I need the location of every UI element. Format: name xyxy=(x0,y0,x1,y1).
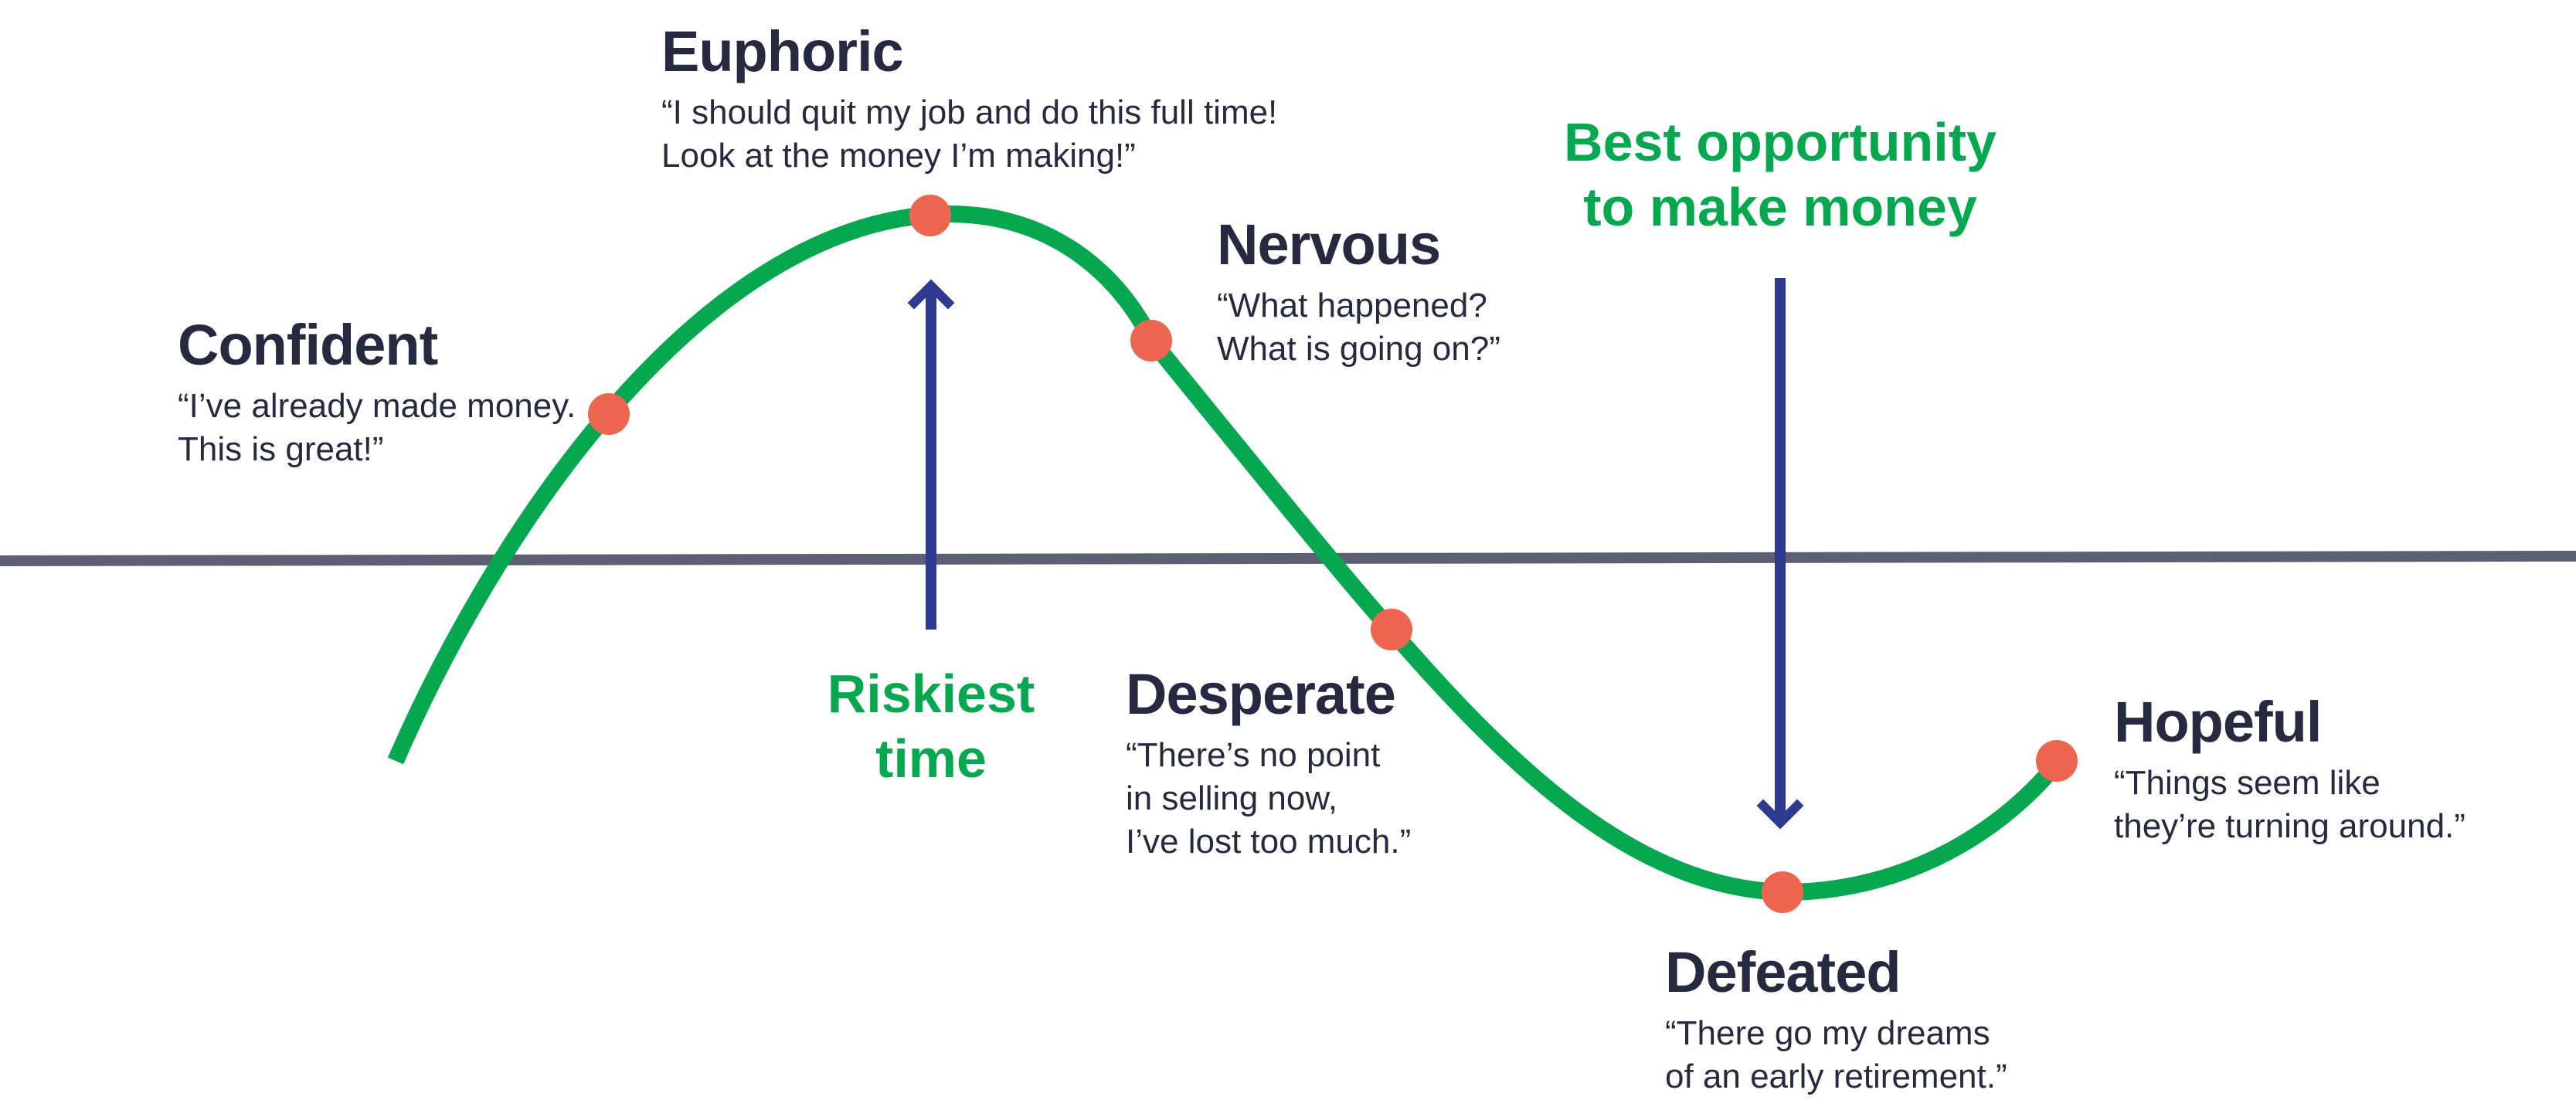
quote-line: “What happened? xyxy=(1217,287,1487,324)
quote-line: Look at the money I’m making!” xyxy=(661,136,1136,175)
stage-quote: “What happened? What is going on?” xyxy=(1217,284,1500,371)
stage-title: Hopeful xyxy=(2114,690,2322,754)
stage-title: Confident xyxy=(178,313,438,377)
best-opportunity-callout: Best opportunity to make money xyxy=(1525,110,2035,239)
stage-confident: Confident “I’ve already made money. This… xyxy=(178,317,576,471)
baseline xyxy=(0,551,2576,566)
nervous-marker xyxy=(1130,320,1172,362)
quote-line: “I’ve already made money. xyxy=(178,387,576,425)
stage-title: Nervous xyxy=(1217,212,1441,277)
riskiest-arrow xyxy=(907,279,955,630)
stage-title: Euphoric xyxy=(661,19,904,83)
quote-line: “I should quit my job and do this full t… xyxy=(661,93,1278,131)
stage-defeated: Defeated “There go my dreams of an early… xyxy=(1665,944,2007,1098)
stage-hopeful: Hopeful “Things seem like they’re turnin… xyxy=(2114,694,2466,848)
stage-title: Defeated xyxy=(1665,940,1901,1004)
stage-quote: “I should quit my job and do this full t… xyxy=(661,91,1277,178)
quote-line: I’ve lost too much.” xyxy=(1126,822,1412,861)
confident-marker xyxy=(588,393,630,435)
hopeful-marker xyxy=(2036,740,2078,782)
best-opportunity-arrow xyxy=(1756,278,1804,830)
quote-line: What is going on?” xyxy=(1217,329,1500,368)
stage-quote: “I’ve already made money. This is great!… xyxy=(178,385,576,471)
stage-euphoric: Euphoric “I should quit my job and do th… xyxy=(661,23,1277,178)
callout-line: to make money xyxy=(1583,177,1977,237)
quote-line: “Things seem like xyxy=(2114,764,2381,802)
riskiest-time-callout: Riskiest time xyxy=(815,661,1047,791)
stage-desperate: Desperate “There’s no point in selling n… xyxy=(1126,666,1411,864)
callout-line: time xyxy=(875,728,987,789)
desperate-marker xyxy=(1371,609,1412,650)
stage-quote: “There go my dreams of an early retireme… xyxy=(1665,1012,2007,1098)
quote-line: This is great!” xyxy=(178,429,384,468)
defeated-marker xyxy=(1762,871,1803,913)
quote-line: “There go my dreams xyxy=(1665,1014,1990,1052)
stage-quote: “Things seem like they’re turning around… xyxy=(2114,762,2466,848)
stage-title: Desperate xyxy=(1126,662,1396,726)
quote-line: in selling now, xyxy=(1126,779,1337,817)
stage-nervous: Nervous “What happened? What is going on… xyxy=(1217,216,1500,371)
euphoric-marker xyxy=(909,195,951,236)
quote-line: they’re turning around.” xyxy=(2114,806,2466,845)
quote-line: “There’s no point xyxy=(1126,736,1381,774)
stage-quote: “There’s no point in selling now, I’ve l… xyxy=(1126,734,1411,864)
quote-line: of an early retirement.” xyxy=(1665,1057,2007,1095)
callout-line: Riskiest xyxy=(827,664,1035,724)
callout-line: Best opportunity xyxy=(1564,112,1997,172)
